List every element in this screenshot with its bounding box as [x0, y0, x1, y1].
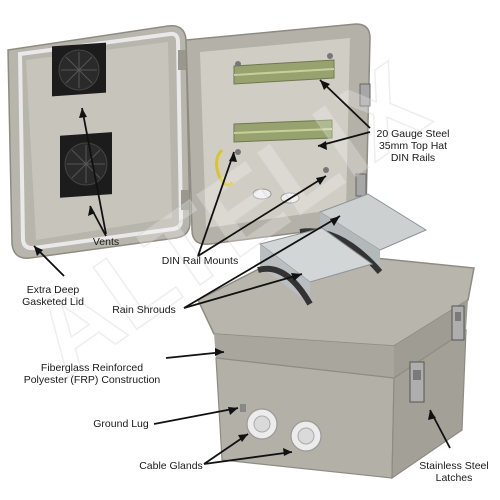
label-lid-line-2: Gasketed Lid	[22, 296, 84, 308]
label-din-rail-mounts-text: DIN Rail Mounts	[161, 255, 239, 267]
label-din-rails-line-3: DIN Rails	[390, 152, 436, 164]
leader-lines	[33, 79, 451, 465]
label-din-rails: 20 Gauge Steel 35mm Top Hat DIN Rails	[358, 128, 468, 164]
label-cable-glands-text: Cable Glands	[139, 460, 203, 472]
open-enclosure	[7, 23, 371, 259]
closed-enclosure	[197, 193, 475, 480]
label-latches: Stainless Steel Latches	[412, 460, 496, 484]
label-lid-line-1: Extra Deep	[26, 284, 80, 296]
label-frp-line-1: Fiberglass Reinforced	[40, 362, 144, 374]
label-frp: Fiberglass Reinforced Polyester (FRP) Co…	[12, 362, 172, 386]
label-cable-glands: Cable Glands	[136, 460, 206, 472]
ground-lug-icon	[240, 404, 246, 412]
label-frp-line-2: Polyester (FRP) Construction	[23, 374, 161, 386]
vent-fan-bottom-icon	[60, 132, 112, 198]
cable-gland-left-icon	[246, 408, 278, 440]
vent-fan-top-icon	[52, 42, 106, 97]
din-rail-top	[233, 59, 335, 85]
stainless-latch-front-icon	[409, 361, 425, 403]
leader-arrowheads	[34, 80, 436, 456]
din-rail-bottom	[233, 119, 333, 143]
label-din-rails-line-2: 35mm Top Hat	[378, 140, 448, 152]
label-ground-lug-text: Ground Lug	[93, 418, 149, 430]
label-ground-lug: Ground Lug	[88, 418, 154, 430]
label-vents-text: Vents	[92, 236, 120, 248]
label-latches-line-2: Latches	[435, 472, 473, 484]
label-rain-shrouds-text: Rain Shrouds	[112, 304, 176, 316]
stainless-latch-side-icon	[451, 305, 465, 341]
label-lid: Extra Deep Gasketed Lid	[8, 284, 98, 308]
open-body	[185, 23, 371, 245]
cable-gland-right-icon	[290, 420, 322, 452]
label-din-rail-mounts: DIN Rail Mounts	[152, 255, 248, 267]
label-vents: Vents	[86, 236, 126, 248]
label-din-rails-line-1: 20 Gauge Steel	[376, 128, 450, 140]
label-latches-line-1: Stainless Steel	[419, 460, 489, 472]
rain-shroud-front	[257, 227, 374, 306]
label-rain-shrouds: Rain Shrouds	[104, 304, 184, 316]
gasketed-lid	[7, 25, 191, 259]
